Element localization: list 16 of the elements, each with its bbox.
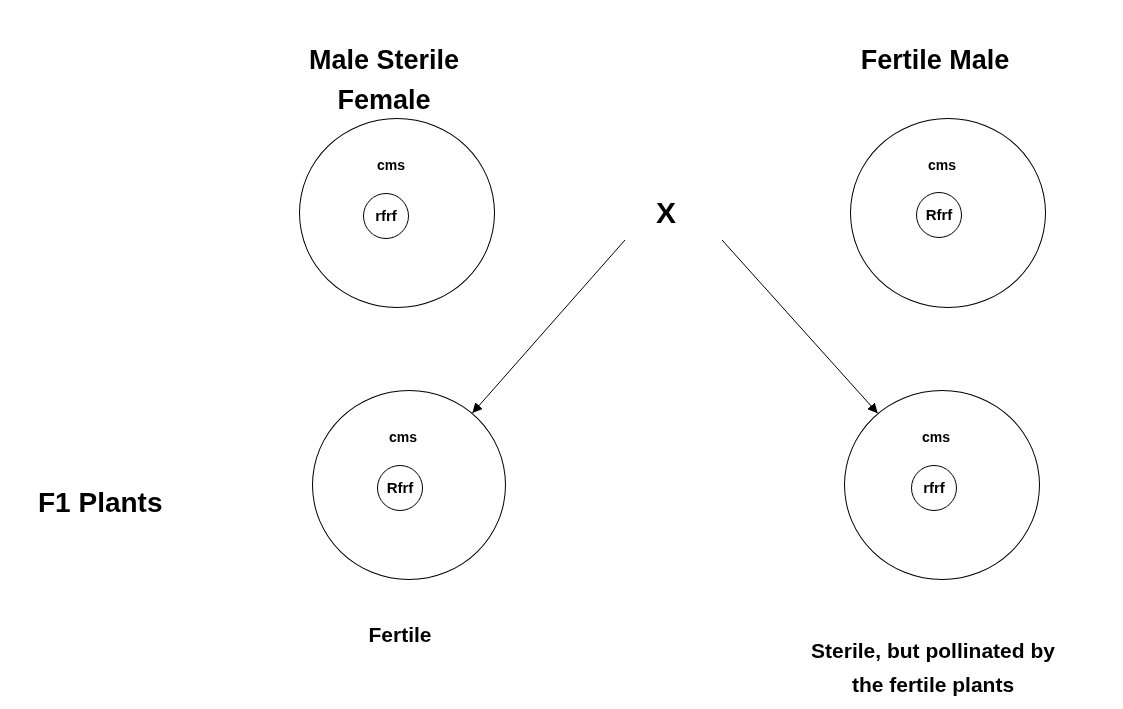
node-label: Fertile xyxy=(367,622,433,648)
cytoplasm-label: cms xyxy=(376,157,406,173)
heading: Fertile Male xyxy=(859,44,1011,77)
genotype-label: Rfrf xyxy=(385,479,415,496)
heading: Male Sterile Female xyxy=(307,44,461,117)
cross-symbol: X xyxy=(640,193,692,233)
genotype-label: Rfrf xyxy=(924,206,954,223)
genotype-label: rfrf xyxy=(374,207,398,224)
cytoplasm-label: cms xyxy=(921,429,951,445)
row-label: F1 Plants xyxy=(38,487,163,519)
node-label: Sterile, but pollinated by the fertile plants xyxy=(810,638,1056,698)
genotype-label: rfrf xyxy=(922,479,946,496)
arrow xyxy=(471,239,626,414)
cytoplasm-label: cms xyxy=(388,429,418,445)
cytoplasm-label: cms xyxy=(927,157,957,173)
arrow xyxy=(721,239,879,414)
